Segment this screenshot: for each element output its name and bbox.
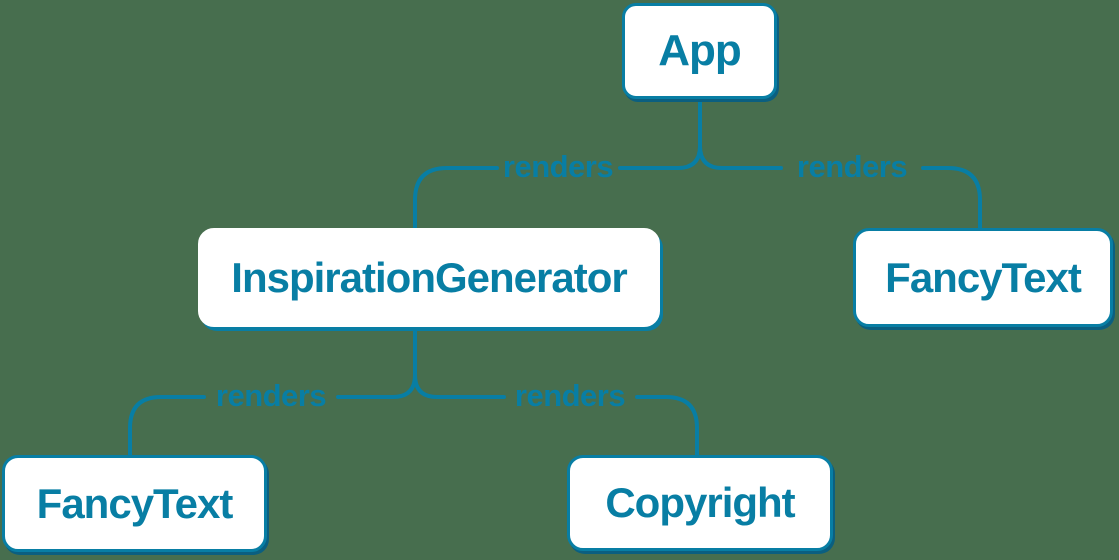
node-label: FancyText: [885, 253, 1082, 301]
connector-app-to-fancytext-a: [698, 95, 783, 170]
edge-label-renders: renders: [215, 378, 327, 413]
tree-node-app: App: [622, 3, 777, 99]
connector-app-to-inspirationgenerator-b: [413, 166, 499, 231]
node-label: App: [658, 26, 742, 75]
connector-inspirationgenerator-to-fancytext-b: [128, 395, 206, 458]
connector-app-to-fancytext-b: [921, 166, 982, 231]
tree-node-fancy-text-bottom: FancyText: [2, 455, 267, 552]
tree-node-copyright: Copyright: [567, 455, 833, 551]
connector-app-to-inspirationgenerator-a: [618, 95, 702, 170]
edge-label-renders: renders: [796, 149, 908, 184]
node-label: Copyright: [605, 479, 795, 526]
edge-label-renders: renders: [514, 378, 626, 413]
connector-inspirationgenerator-to-copyright-a: [413, 324, 506, 399]
edge-label-renders: renders: [502, 149, 614, 184]
connector-inspirationgenerator-to-copyright-b: [635, 395, 699, 458]
node-label: InspirationGenerator: [231, 253, 627, 301]
node-label: FancyText: [36, 479, 234, 527]
tree-node-fancy-text-top: FancyText: [853, 228, 1113, 327]
connector-inspirationgenerator-to-fancytext-a: [336, 324, 417, 399]
tree-node-inspiration-generator: InspirationGenerator: [198, 228, 660, 327]
